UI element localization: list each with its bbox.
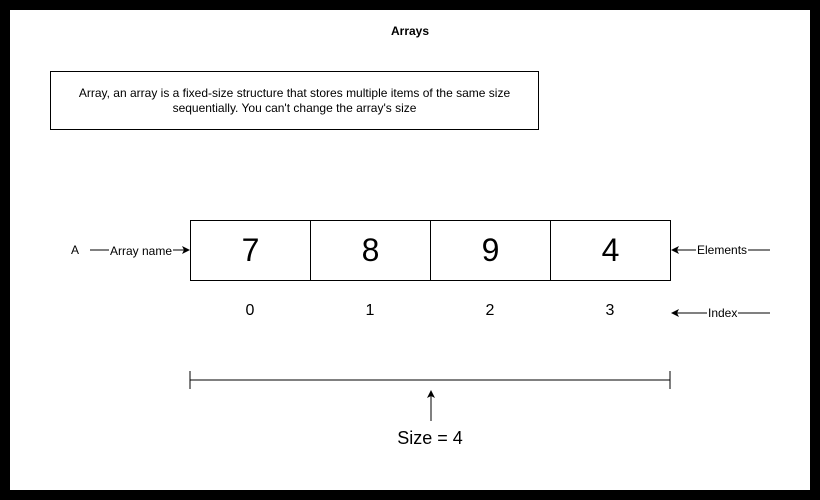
array-cell: 7 xyxy=(191,221,311,280)
elements-label: Elements xyxy=(696,243,749,257)
array-name-label: Array name xyxy=(109,244,174,258)
array-cell: 9 xyxy=(431,221,551,280)
description-box: Array, an array is a fixed-size structur… xyxy=(50,71,539,130)
array-box: 7 8 9 4 xyxy=(190,220,671,281)
description-text: Array, an array is a fixed-size structur… xyxy=(78,85,511,115)
index-value: 0 xyxy=(245,302,255,319)
index-value: 2 xyxy=(485,302,495,319)
index-label: Index xyxy=(707,306,739,320)
array-cell: 4 xyxy=(601,232,620,268)
array-variable-name: A xyxy=(71,243,80,257)
index-value: 1 xyxy=(365,302,375,319)
size-label: Size = 4 xyxy=(397,428,463,448)
diagram-title: Arrays xyxy=(390,24,430,38)
array-cell: 8 xyxy=(311,221,431,280)
index-value: 3 xyxy=(605,302,615,319)
